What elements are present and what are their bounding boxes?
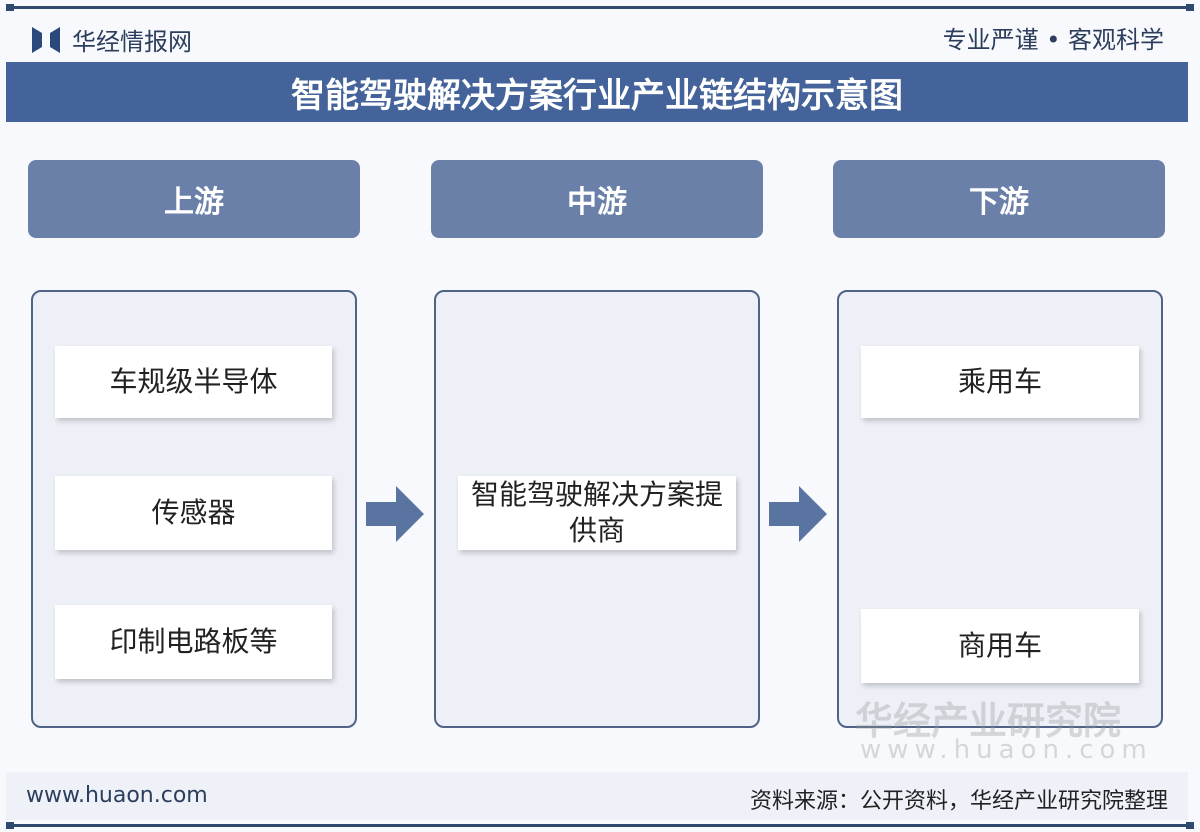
brand-name: 华经情报网 <box>72 28 192 56</box>
upstream-item: 传感器 <box>55 476 332 550</box>
brand: 华经情报网 <box>32 22 192 57</box>
stage-upstream: 上游 <box>28 160 360 238</box>
logo-icon <box>32 26 60 53</box>
upstream-item: 车规级半导体 <box>55 346 332 418</box>
stage-downstream: 下游 <box>833 160 1165 238</box>
slogan: 专业严谨 • 客观科学 <box>942 26 1164 54</box>
bottom-rule <box>6 822 1194 829</box>
upstream-item: 印制电路板等 <box>55 605 332 679</box>
stage-midstream: 中游 <box>431 160 763 238</box>
top-rule <box>6 4 1194 11</box>
source-note: 资料来源：公开资料，华经产业研究院整理 <box>749 789 1168 814</box>
arrow-right-icon <box>769 486 827 542</box>
midstream-item: 智能驾驶解决方案提供商 <box>458 476 736 550</box>
downstream-item: 乘用车 <box>861 346 1139 418</box>
footer <box>6 772 1188 820</box>
arrow-right-icon <box>366 486 424 542</box>
footer-website: www.huaon.com <box>26 783 208 808</box>
downstream-item: 商用车 <box>861 609 1139 683</box>
watermark-url: www.huaon.com <box>860 735 1153 765</box>
watermark-name: 华经产业研究院 <box>855 699 1122 743</box>
page-title: 智能驾驶解决方案行业产业链结构示意图 <box>6 62 1188 122</box>
